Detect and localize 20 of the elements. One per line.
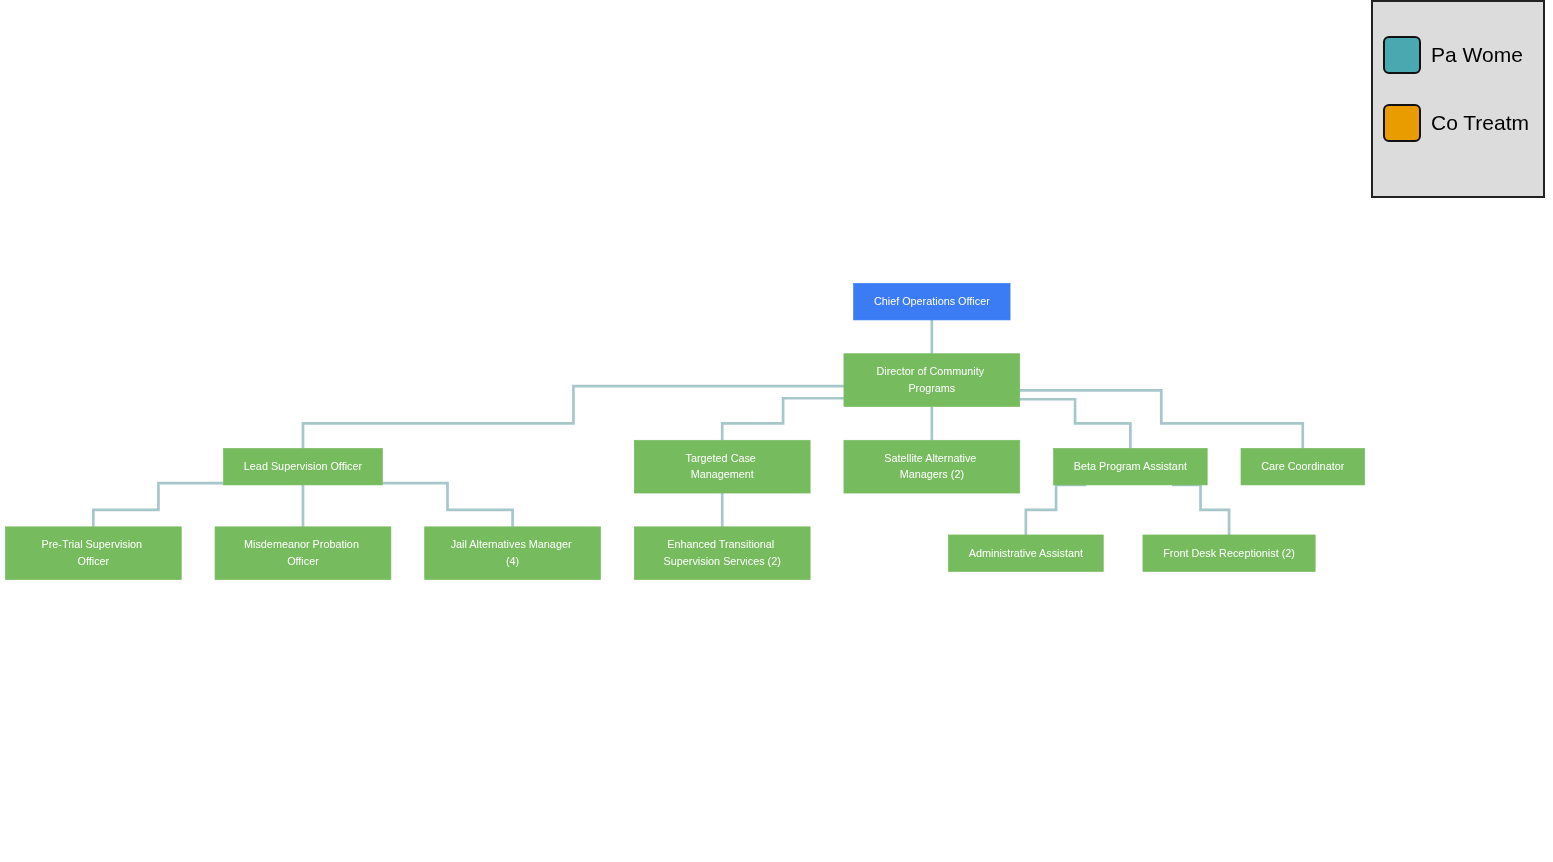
node-box: Front Desk Receptionist (2) <box>1142 534 1316 572</box>
connector <box>720 491 724 528</box>
node-box: Beta Program Assistant <box>1053 447 1208 485</box>
node-box: Lead Supervision Officer <box>223 447 383 485</box>
node-box: Pre-Trial Supervision Officer <box>5 526 182 580</box>
node-box: Misdemeanor Probation Officer <box>214 526 392 580</box>
node-box: Administrative Assistant <box>948 534 1104 572</box>
legend-label: Pa Wome <box>1431 43 1523 67</box>
connector <box>930 318 934 355</box>
connector <box>92 481 224 528</box>
node-box: Jail Alternatives Manager (4) <box>424 526 601 580</box>
node-box: Targeted Case Management <box>633 439 811 493</box>
node-box: Chief Operations Officer <box>853 282 1011 320</box>
connector <box>382 481 514 528</box>
node-box: Enhanced Transitional Supervision Services (2) <box>633 526 811 580</box>
legend-label: Co Treatm <box>1431 111 1530 135</box>
node-box: Satellite Alternative Managers (2) <box>843 439 1021 493</box>
node-box: Care Coordinator <box>1240 447 1365 485</box>
connector <box>301 483 305 528</box>
node-box: Director of Community Programs <box>843 352 1021 407</box>
